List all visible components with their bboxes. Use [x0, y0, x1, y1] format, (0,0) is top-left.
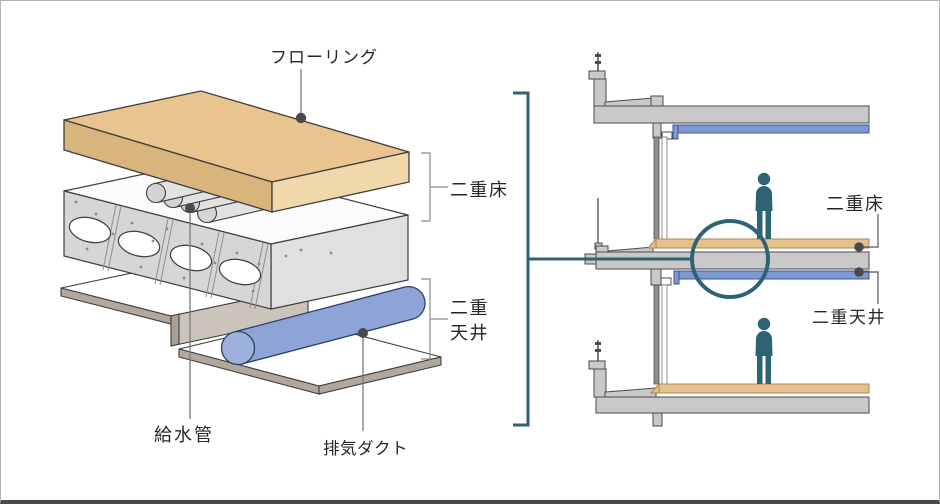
label-water-supply-pipe: 給水管 [154, 425, 214, 445]
callout-dot [854, 242, 864, 252]
callout-dot [295, 112, 307, 124]
left-brackets [421, 152, 448, 360]
label-flooring: フローリング [270, 48, 378, 67]
ceiling-line [673, 270, 870, 280]
section-floor-bottom [588, 340, 870, 427]
right-callouts [854, 214, 879, 304]
label-double-ceiling-right: 二重天井 [812, 308, 886, 327]
slab-speckles [74, 200, 333, 293]
teal-bracket [513, 91, 693, 427]
person-icon [755, 317, 773, 384]
highlight-circle [690, 219, 770, 299]
callout-dot [854, 267, 864, 277]
left-callouts [185, 69, 368, 431]
floor-line [658, 383, 870, 394]
window-mullion [661, 136, 668, 240]
label-double-floor-left: 二重床 [450, 180, 509, 200]
label-double-floor-right: 二重床 [826, 194, 885, 214]
window-mullion [653, 284, 660, 385]
building-section [584, 52, 870, 427]
label-double-ceiling-left: 二重 天井 [450, 298, 489, 343]
ceiling-line [672, 124, 870, 134]
void-slab [63, 161, 409, 310]
label-exhaust-duct: 排気ダクト [323, 439, 408, 458]
window-mullion [653, 136, 660, 240]
section-floor-middle [584, 198, 870, 385]
window-mullion [661, 284, 668, 385]
callout-dot [358, 328, 368, 338]
person-icon [755, 172, 773, 239]
flooring-panel [63, 90, 410, 213]
callout-dot [185, 203, 195, 213]
slab-void-holes [68, 216, 262, 286]
exhaust-duct [220, 285, 426, 366]
